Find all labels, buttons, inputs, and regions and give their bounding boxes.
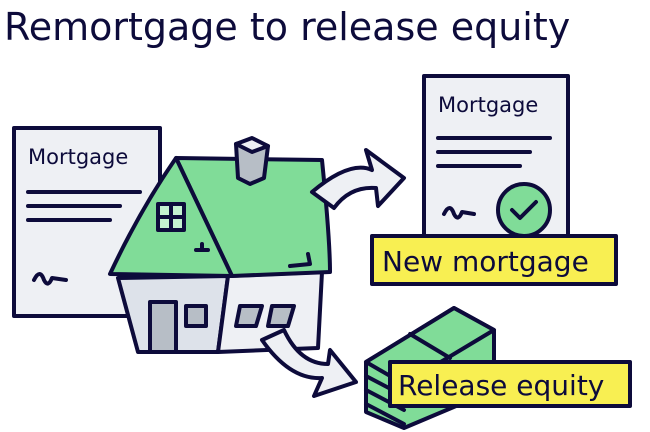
house-icon: [108, 136, 332, 354]
release-equity-label: Release equity: [388, 360, 632, 408]
svg-text:Release equity: Release equity: [398, 369, 604, 402]
new-document-label: Mortgage: [438, 93, 538, 117]
checkmark-icon: [496, 182, 552, 238]
title: Remortgage to release equity: [4, 5, 570, 49]
svg-text:New mortgage: New mortgage: [382, 245, 589, 278]
arrow-icon: [310, 148, 406, 210]
old-document-label: Mortgage: [28, 145, 128, 169]
new-mortgage-document: Mortgage: [422, 74, 570, 258]
new-mortgage-label: New mortgage: [370, 234, 618, 286]
arrow-icon: [260, 328, 358, 398]
signature-icon: [442, 206, 476, 220]
signature-icon: [32, 272, 68, 286]
